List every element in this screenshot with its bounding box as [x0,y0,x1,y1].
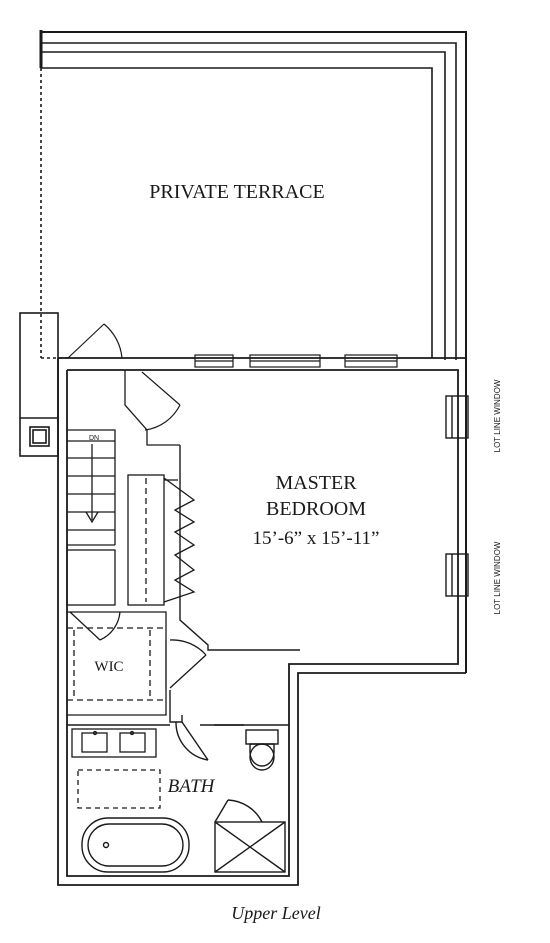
lot-line-window-top [445,395,469,439]
terrace-door [67,323,123,359]
master-bedroom-label-2: BEDROOM [266,498,366,520]
bath-partition [67,445,300,761]
shower [214,799,286,873]
lot-line-window-label-bottom: LOT LINE WINDOW [493,541,502,614]
stair-direction-label: DN [89,435,99,442]
exterior-walls [57,357,467,886]
lot-line-window-label-top: LOT LINE WINDOW [493,379,502,452]
bath-label: BATH [168,776,216,797]
master-bedroom-label-1: MASTER [275,472,357,494]
hall-door [141,371,181,431]
wic-room [67,611,207,716]
vanity [71,728,157,758]
toilet [245,729,279,771]
lot-line-window-bottom [445,553,469,597]
plan-caption: Upper Level [231,903,320,923]
wic-label: WIC [94,659,123,675]
linen-closet [66,474,196,606]
master-bedroom-dims: 15’-6” x 15’-11” [253,528,380,549]
terrace-windows [194,354,398,368]
terrace-walls [39,30,467,673]
bathtub [81,817,190,873]
chimney [19,312,59,457]
bath-mat [77,769,161,809]
staircase [67,370,180,546]
terrace-label: PRIVATE TERRACE [149,181,324,203]
